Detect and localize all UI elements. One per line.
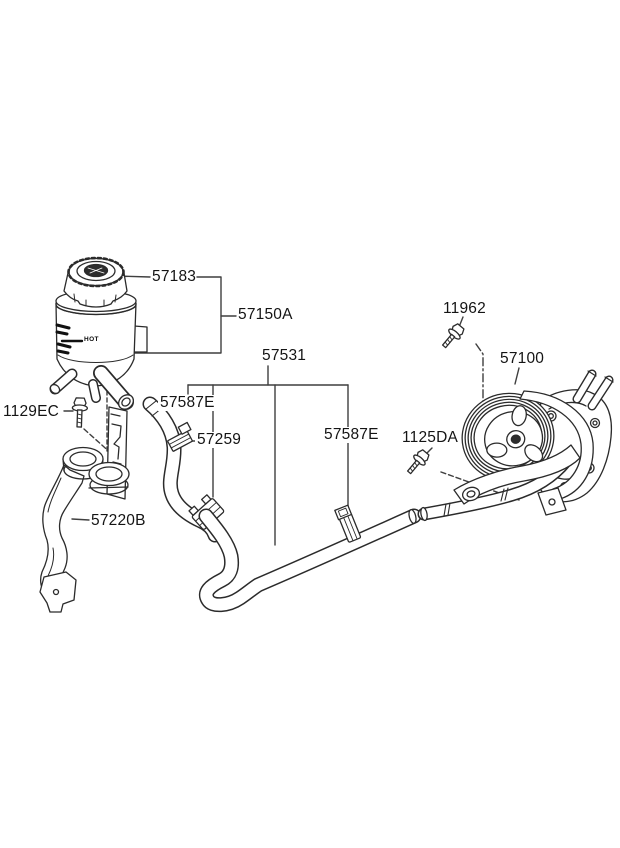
- bolt-1129ec-drawing: [71, 397, 89, 428]
- part-label-57150a[interactable]: 57150A: [238, 306, 293, 323]
- leader-57220b: [71, 518, 90, 521]
- part-label-57587e-lower[interactable]: 57587E: [322, 426, 381, 444]
- reservoir-drawing: [49, 256, 148, 410]
- clamp-57259-drawing: [167, 421, 193, 452]
- part-label-11962[interactable]: 11962: [443, 300, 486, 317]
- bracket-57150a: [132, 276, 222, 354]
- part-label-57259[interactable]: 57259: [195, 431, 244, 449]
- clamp-57587e-lower-drawing: [334, 504, 362, 543]
- reservoir-hot-marking: HOT: [84, 336, 99, 343]
- part-label-57183[interactable]: 57183: [152, 268, 197, 285]
- part-label-57531[interactable]: 57531: [262, 347, 307, 364]
- leader-11962-dashdot: [475, 343, 484, 405]
- part-label-57587e-upper[interactable]: 57587E: [158, 394, 217, 412]
- bracket-57220b-drawing: [39, 406, 130, 613]
- suction-hose-long-drawing: [198, 508, 422, 613]
- part-label-57220b[interactable]: 57220B: [91, 512, 146, 529]
- part-label-57100[interactable]: 57100: [500, 350, 545, 367]
- pump-arm-drawing: [453, 444, 581, 516]
- pump-pulley-drawing: [461, 392, 555, 482]
- part-label-1129ec[interactable]: 1129EC: [3, 403, 60, 420]
- bolt-1125da-drawing: [406, 449, 430, 475]
- part-label-1125da[interactable]: 1125DA: [402, 429, 459, 446]
- metal-tube-drawing: [417, 454, 573, 522]
- leader-57100: [514, 367, 520, 385]
- leader-lines: [63, 275, 520, 546]
- bolt-11962-drawing: [441, 323, 465, 349]
